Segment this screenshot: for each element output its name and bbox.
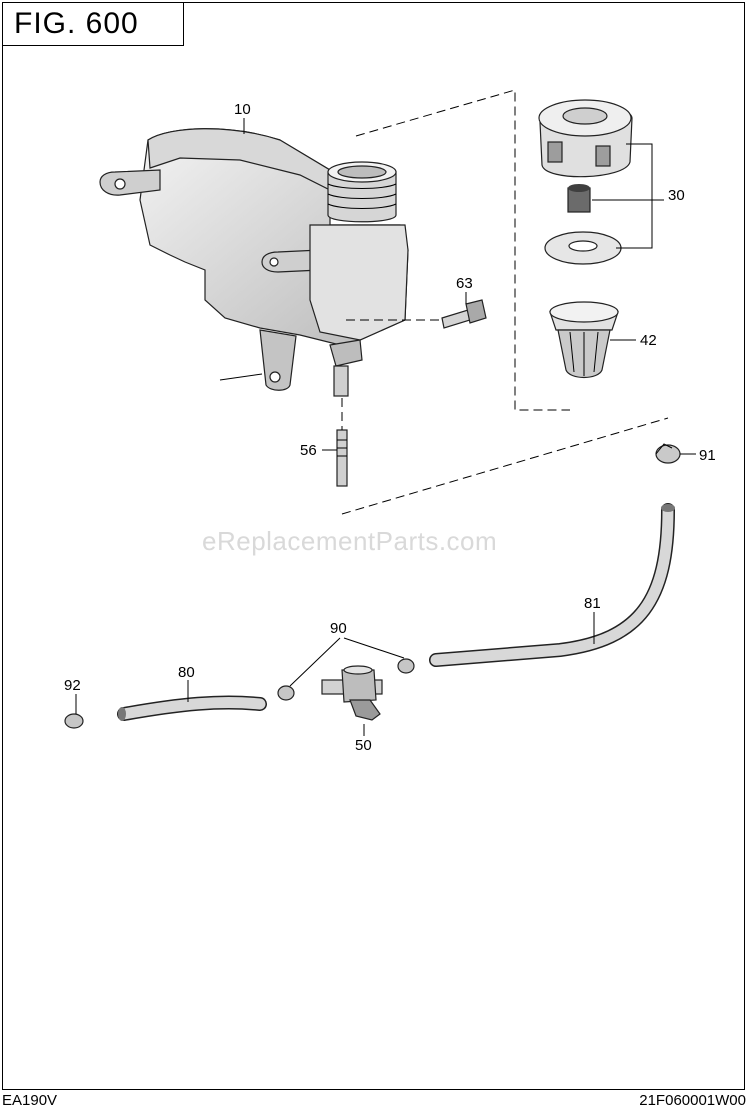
callout-10: 10 <box>234 101 251 118</box>
callout-81: 81 <box>584 595 601 612</box>
callout-56: 56 <box>300 442 317 459</box>
drawing-number: 21F060001W00 <box>639 1092 746 1109</box>
fuel-cock[interactable] <box>321 665 383 721</box>
callout-92: 92 <box>64 677 81 694</box>
callout-42: 42 <box>640 332 657 349</box>
model-number: EA190V <box>2 1092 58 1109</box>
callout-50: 50 <box>355 737 372 754</box>
clip-91[interactable] <box>655 443 681 464</box>
fuel-cap[interactable] <box>538 99 633 265</box>
fuel-hose-80[interactable] <box>117 695 267 721</box>
fuel-tank[interactable] <box>99 128 409 397</box>
drawing-frame <box>2 2 745 1090</box>
clips-90[interactable] <box>277 658 415 701</box>
fuel-hose-81[interactable] <box>429 503 675 667</box>
watermark: eReplacementParts.com <box>202 526 498 556</box>
callout-90: 90 <box>330 620 347 637</box>
pipe[interactable] <box>336 429 348 487</box>
clip-92[interactable] <box>64 713 84 729</box>
callout-63: 63 <box>456 275 473 292</box>
callout-80: 80 <box>178 664 195 681</box>
figure-title: FIG. 600 <box>2 2 184 46</box>
callout-30: 30 <box>668 187 685 204</box>
bolt[interactable] <box>441 299 487 329</box>
callout-91: 91 <box>699 447 716 464</box>
fuel-strainer[interactable] <box>549 301 619 379</box>
